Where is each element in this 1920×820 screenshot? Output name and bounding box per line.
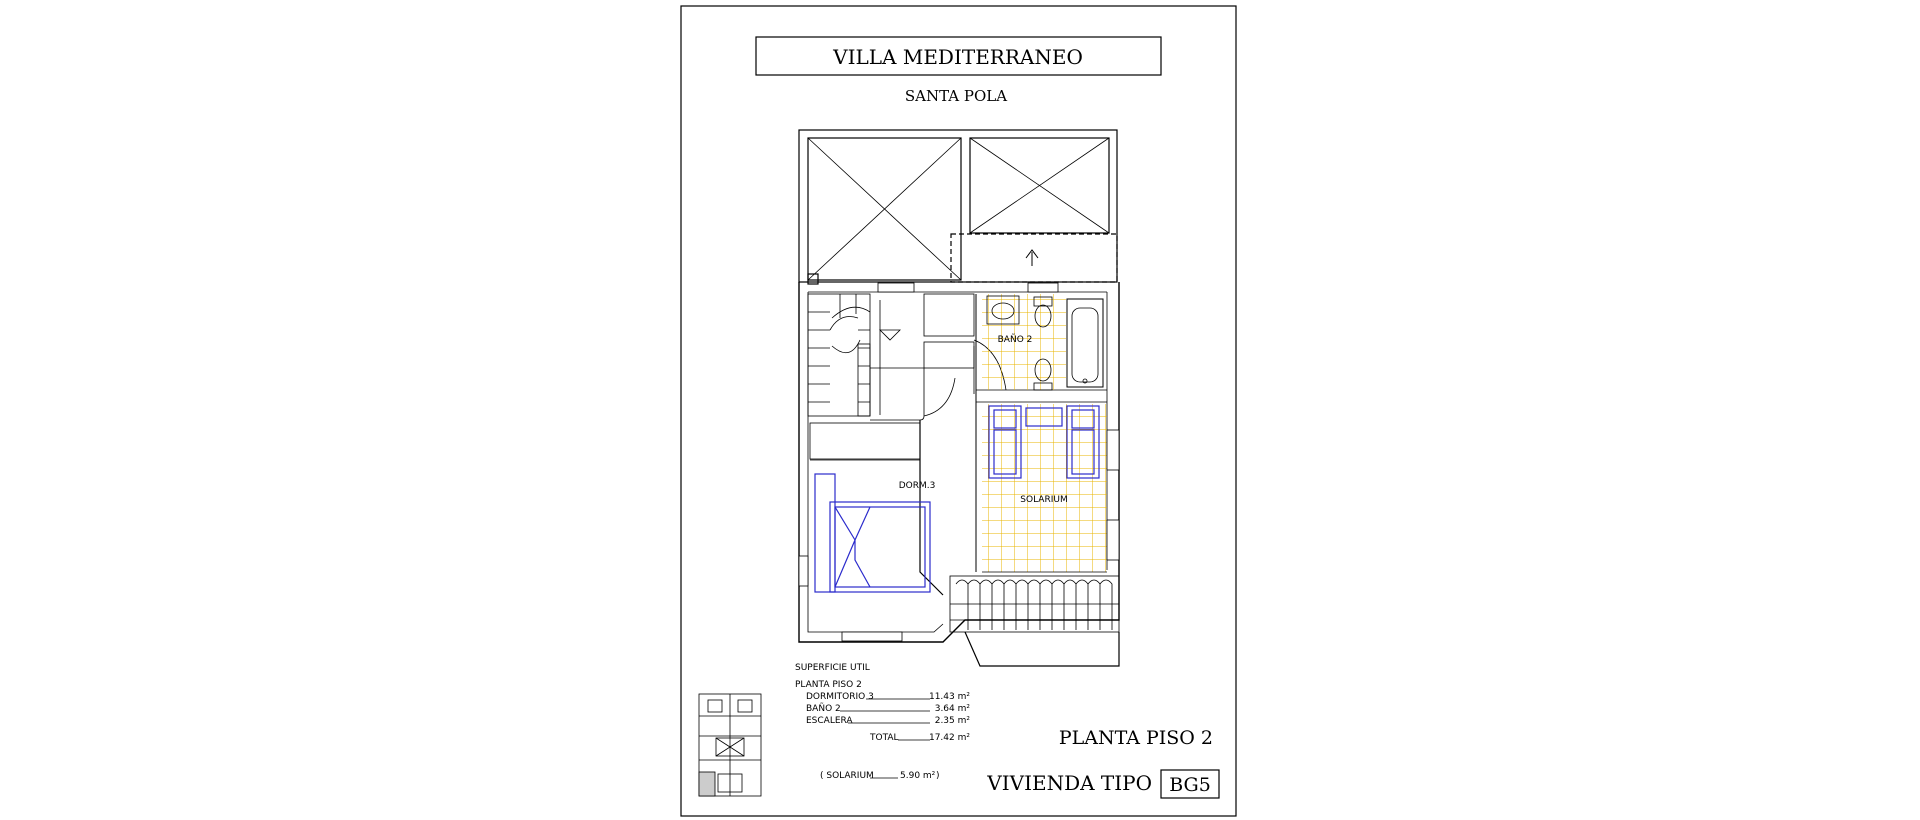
surface-floor: PLANTA PISO 2 [795, 680, 862, 690]
floor-plan [798, 129, 1120, 667]
void-right [969, 137, 1110, 234]
solarium-tiles [982, 404, 1107, 572]
title-frame [755, 36, 1162, 76]
type-code: BG5 [1169, 774, 1211, 796]
type-label: VIVIENDA TIPO [986, 771, 1152, 795]
solarium-close: ) [936, 771, 940, 781]
solarium-label: ( SOLARIUM [820, 771, 874, 781]
surface-row-value: 11.43 m² [929, 692, 970, 702]
void-left [807, 137, 962, 281]
surface-total-label: TOTAL [869, 733, 899, 743]
surface-row-value: 2.35 m² [935, 716, 971, 726]
surface-row-label: BAÑO 2 [806, 703, 841, 714]
key-plan-thumbnail [698, 693, 762, 797]
surface-table: SUPERFICIE UTIL PLANTA PISO 2 DORMITORIO… [795, 663, 970, 781]
terrace-dashed [950, 233, 1118, 283]
toilet [1034, 358, 1052, 382]
side-table [1025, 407, 1063, 427]
surface-row-value: 3.64 m² [935, 704, 971, 714]
roof-tiles [949, 575, 1120, 667]
arrow-up-icon [1025, 249, 1039, 266]
sheet-border [680, 5, 1237, 817]
sun-lounger-left [988, 405, 1022, 479]
room-label-bedroom: DORM.3 [899, 481, 936, 491]
bidet [1034, 304, 1052, 328]
bathtub [1066, 298, 1104, 388]
room-label-bath: BAÑO 2 [998, 334, 1033, 345]
sun-lounger-right [1066, 405, 1100, 479]
project-title: VILLA MEDITERRANEO [832, 45, 1083, 69]
plan-label: PLANTA PISO 2 [1059, 727, 1213, 749]
surface-heading: SUPERFICIE UTIL [795, 663, 870, 673]
solarium-value: 5.90 m² [900, 771, 936, 781]
column [807, 273, 819, 285]
surface-total-value: 17.42 m² [929, 733, 970, 743]
basin [986, 295, 1020, 325]
project-location: SANTA POLA [905, 87, 1007, 105]
double-bed [814, 473, 931, 593]
wardrobe [809, 422, 921, 460]
surface-row-label: DORMITORIO 3 [806, 692, 874, 702]
surface-row-label: ESCALERA [806, 716, 853, 726]
type-code-box [1160, 769, 1220, 799]
bath-tiles [982, 294, 1066, 390]
room-label-solarium: SOLARIUM [1020, 495, 1067, 505]
staircase [807, 293, 901, 417]
